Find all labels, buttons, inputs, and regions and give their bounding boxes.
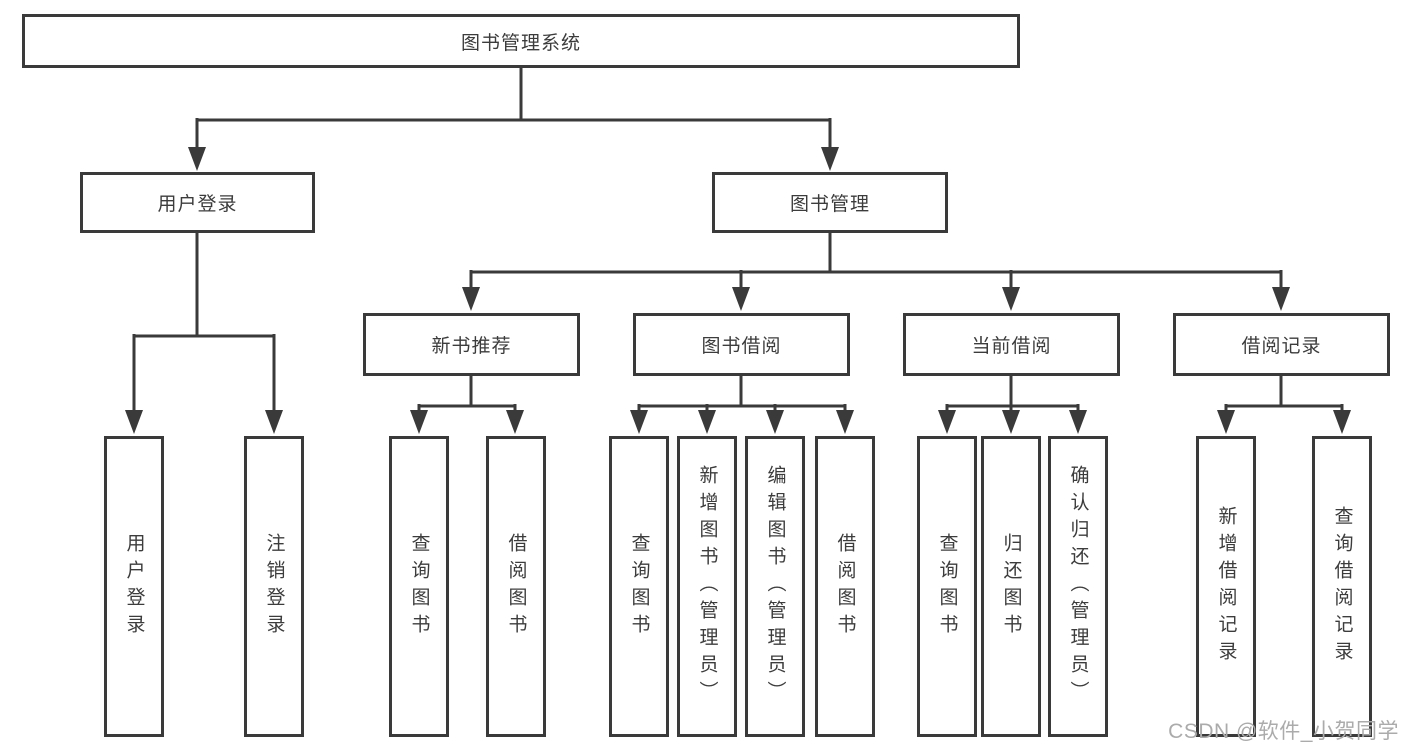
node-label: 用户登录 <box>157 194 238 215</box>
connector-user-login-to-leaves <box>132 231 276 412</box>
arrow-down-icon <box>1217 410 1235 434</box>
node-label: 新书推荐 <box>431 336 512 357</box>
leaf-label: 新增借阅记录 <box>1215 505 1237 668</box>
node-label: 图书管理系统 <box>460 32 581 54</box>
node-book-management: 图书管理 <box>712 172 948 233</box>
node-label: 当前借阅 <box>971 336 1052 357</box>
node-label: 图书借阅 <box>701 336 782 357</box>
leaf-bb-borrow-book: 借阅图书 <box>815 436 875 737</box>
leaf-cb-confirm-return-admin: 确认归还（管理员） <box>1048 436 1108 737</box>
leaf-label: 注销登录 <box>263 532 285 641</box>
connector-book-borrow-to-leaves <box>637 374 847 413</box>
arrow-down-icon <box>698 410 716 434</box>
leaf-logout-login: 注销登录 <box>244 436 304 737</box>
arrow-down-icon <box>1333 410 1351 434</box>
arrow-down-icon <box>836 410 854 434</box>
leaf-bb-add-book-admin: 新增图书（管理员） <box>677 436 737 737</box>
leaf-br-add-record: 新增借阅记录 <box>1196 436 1256 737</box>
arrowheads <box>125 147 1351 434</box>
leaf-cb-return-book: 归还图书 <box>981 436 1041 737</box>
leaf-label: 借阅图书 <box>834 532 856 641</box>
leaf-nb-query-book: 查询图书 <box>389 436 449 737</box>
node-label: 图书管理 <box>789 194 870 215</box>
node-current-borrow: 当前借阅 <box>903 313 1120 376</box>
leaf-label: 新增图书（管理员） <box>696 465 718 708</box>
node-borrow-record: 借阅记录 <box>1173 313 1390 376</box>
node-label: 借阅记录 <box>1241 336 1322 357</box>
csdn-watermark: CSDN @软件_小贺同学 <box>1168 720 1399 743</box>
leaf-label: 查询图书 <box>936 532 958 641</box>
node-book-borrow: 图书借阅 <box>633 313 850 376</box>
arrow-down-icon <box>188 147 206 171</box>
leaf-label: 查询图书 <box>628 532 650 641</box>
leaf-label: 编辑图书（管理员） <box>764 465 786 708</box>
connector-current-borrow-to-leaves <box>945 374 1080 413</box>
leaf-bb-query-book: 查询图书 <box>609 436 669 737</box>
connector-root-to-level2 <box>195 66 832 150</box>
arrow-down-icon <box>1002 287 1020 311</box>
leaf-bb-edit-book-admin: 编辑图书（管理员） <box>745 436 805 737</box>
arrow-down-icon <box>125 410 143 434</box>
arrow-down-icon <box>938 410 956 434</box>
leaf-nb-borrow-book: 借阅图书 <box>486 436 546 737</box>
arrow-down-icon <box>821 147 839 171</box>
leaf-cb-query-book: 查询图书 <box>917 436 977 737</box>
arrow-down-icon <box>1069 410 1087 434</box>
connector-new-book-to-leaves <box>417 374 517 413</box>
leaf-label: 归还图书 <box>1000 532 1022 641</box>
leaf-label: 查询图书 <box>408 532 430 641</box>
node-library-system-root: 图书管理系统 <box>22 14 1020 68</box>
leaf-br-query-record: 查询借阅记录 <box>1312 436 1372 737</box>
leaf-user-login: 用户登录 <box>104 436 164 737</box>
leaf-label: 用户登录 <box>123 532 145 641</box>
leaf-label: 借阅图书 <box>505 532 527 641</box>
arrow-down-icon <box>410 410 428 434</box>
arrow-down-icon <box>1002 410 1020 434</box>
arrow-down-icon <box>732 287 750 311</box>
node-new-book-recommend: 新书推荐 <box>363 313 580 376</box>
arrow-down-icon <box>766 410 784 434</box>
leaf-label: 确认归还（管理员） <box>1067 465 1089 708</box>
arrow-down-icon <box>1272 287 1290 311</box>
node-user-login: 用户登录 <box>80 172 315 233</box>
connector-book-mgmt-to-level3 <box>469 231 1283 290</box>
leaf-label: 查询借阅记录 <box>1331 505 1353 668</box>
arrow-down-icon <box>462 287 480 311</box>
arrow-down-icon <box>506 410 524 434</box>
arrow-down-icon <box>630 410 648 434</box>
connector-borrow-record-to-leaves <box>1224 374 1344 413</box>
arrow-down-icon <box>265 410 283 434</box>
